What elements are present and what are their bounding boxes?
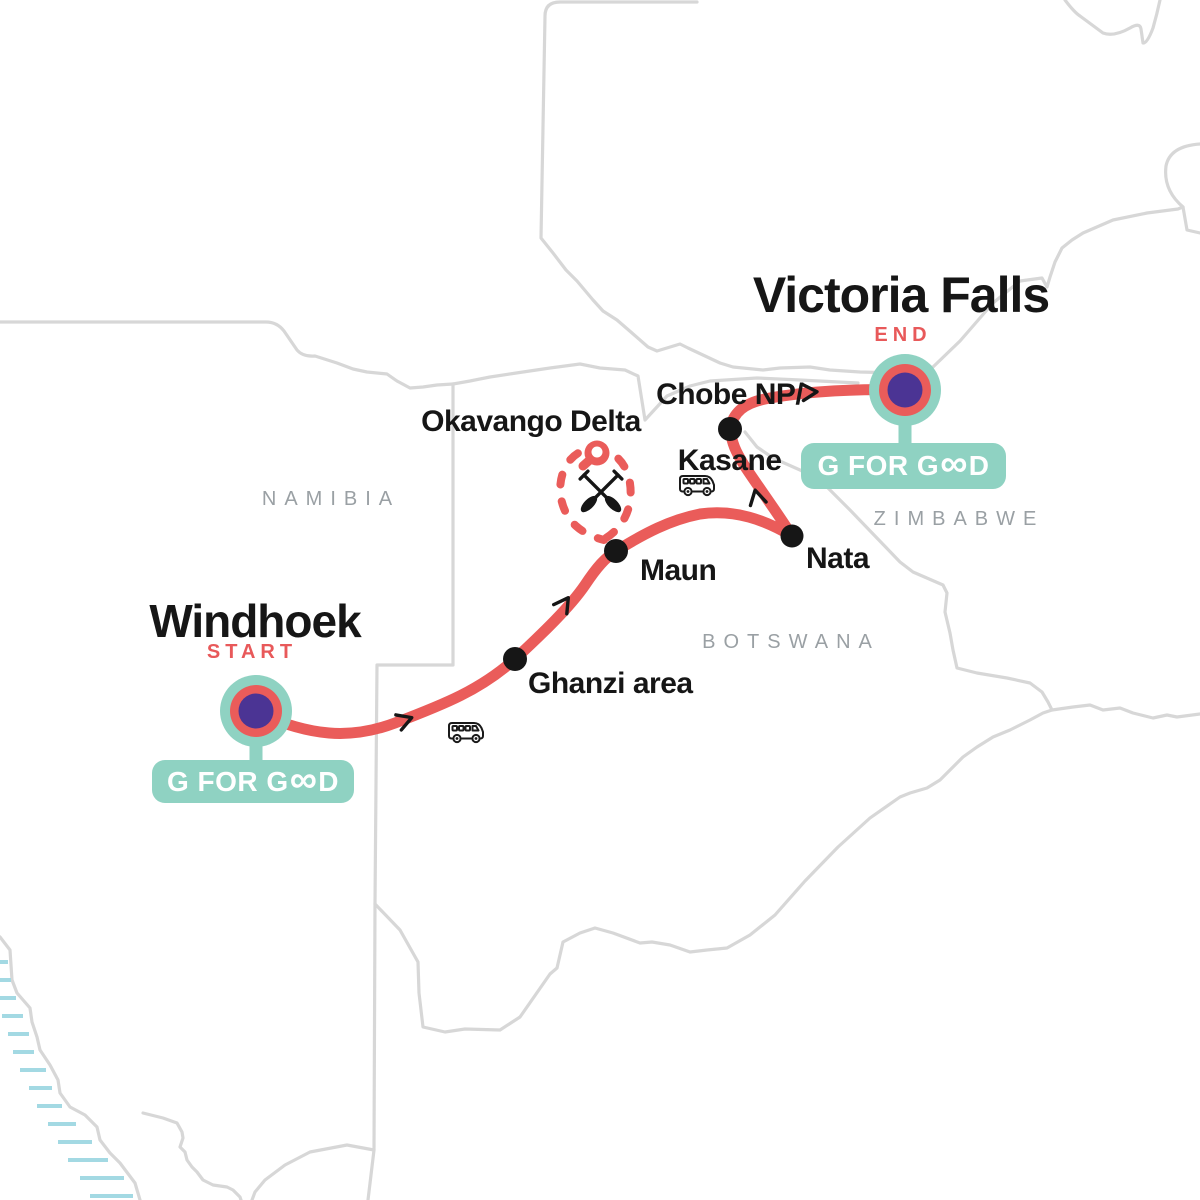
- country-label-botswana: BOTSWANA: [702, 631, 880, 653]
- crossed-paddles-icon: [575, 469, 627, 518]
- stop-label-chobe: Chobe NP/ Kasane: [625, 345, 804, 510]
- stop-label-chobe-line2: Kasane: [677, 444, 782, 477]
- stop-dot-nata: [780, 524, 804, 548]
- badge-text: D: [968, 450, 990, 481]
- g-for-good-badge-end: G FOR G∞D: [801, 443, 1006, 489]
- coastline-inland: [141, 1111, 243, 1200]
- stop-label-chobe-line1: Chobe NP/: [656, 378, 804, 411]
- end-marker: [869, 354, 941, 451]
- border-botswana-southafrica: [373, 708, 1054, 1034]
- stop-label-nata: Nata: [806, 542, 870, 575]
- route-direction-arrow: [748, 488, 768, 508]
- border-angola-namibia: [0, 320, 455, 390]
- border-caprivi-south: [451, 362, 860, 422]
- end-tag: END: [874, 324, 932, 346]
- g-for-good-badge-start: G FOR G∞D: [152, 760, 354, 803]
- border-bottom-branch: [250, 1143, 376, 1200]
- border-topright-loop: [1063, 0, 1162, 45]
- border-namibia-botswana-west: [366, 382, 455, 1200]
- stop-label-maun: Maun: [640, 554, 717, 587]
- okavango-excursion-loop: [556, 444, 635, 544]
- ocean-hatch: [0, 960, 133, 1198]
- start-city-label: Windhoek: [149, 595, 361, 647]
- border-zambia: [539, 0, 1200, 375]
- badge-text: G FOR G: [817, 450, 940, 481]
- route-direction-arrow: [552, 596, 570, 616]
- coastline: [0, 935, 142, 1200]
- badge-text: D: [318, 765, 340, 797]
- badge-text: G FOR G: [166, 765, 289, 797]
- start-marker: [220, 675, 292, 767]
- route-direction-arrows: [394, 382, 819, 732]
- route-direction-arrow: [394, 713, 414, 732]
- country-label-namibia: NAMIBIA: [261, 488, 401, 510]
- stop-dot-chobe: [718, 417, 742, 441]
- camp-marker-icon: [578, 440, 610, 471]
- stop-label-ghanzi: Ghanzi area: [528, 667, 693, 700]
- stop-dot-maun: [604, 539, 628, 563]
- stop-dots: [503, 417, 804, 671]
- route-line: [252, 384, 911, 739]
- border-botswana-zimbabwe: [743, 430, 1200, 720]
- route-direction-arrow: [800, 382, 819, 403]
- country-label-zimbabwe: ZIMBABWE: [873, 508, 1045, 530]
- bus-icon: [448, 722, 484, 744]
- stop-dot-ghanzi: [503, 647, 527, 671]
- border-zambia-east: [1164, 142, 1200, 209]
- end-city-label: Victoria Falls: [752, 267, 1050, 323]
- stop-label-okavango: Okavango Delta: [421, 405, 641, 438]
- start-tag: START: [206, 641, 298, 663]
